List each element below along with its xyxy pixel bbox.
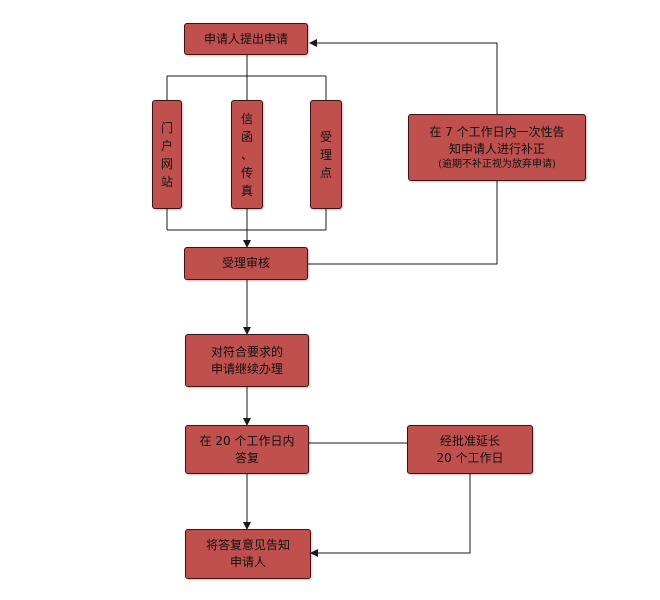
extend-line1: 经批准延长 <box>439 433 500 448</box>
portal-char: 门 <box>160 120 173 135</box>
extend-line2: 20 个工作日 <box>436 450 504 465</box>
reply-line1: 在 20 个工作日内 <box>199 433 295 448</box>
node-notify-applicant: 将答复意见告知 申请人 <box>185 529 311 579</box>
continue-line2: 申请继续办理 <box>210 361 283 376</box>
notify-line1: 将答复意见告知 <box>205 538 290 552</box>
correction-line1: 在 7 个工作日内一次性告 <box>429 124 565 139</box>
node-approved-extension: 经批准延长 20 个工作日 <box>407 425 533 474</box>
node-review-text: 受理审核 <box>221 256 270 270</box>
node-reply-within-20-days: 在 20 个工作日内 答复 <box>185 425 309 474</box>
node-acceptance-review: 受理审核 <box>184 247 308 280</box>
correction-note: (逾期不补正视为放弃申请) <box>438 158 556 170</box>
notify-line2: 申请人 <box>229 555 266 569</box>
connector-extend-to-notify <box>310 474 471 557</box>
correction-line2: 知申请人进行补正 <box>448 141 545 156</box>
acceptpoint-char: 受 <box>319 129 332 144</box>
node-continue-processing: 对符合要求的 申请继续办理 <box>185 334 309 387</box>
mailfax-char: 信 <box>240 111 253 126</box>
connector-correction-to-apply <box>309 39 498 114</box>
node-mail-fax: 信 函 、 传 真 <box>231 100 263 209</box>
mailfax-char: 真 <box>240 183 253 198</box>
acceptpoint-char: 点 <box>319 165 332 180</box>
connector-review-to-correction <box>308 181 498 265</box>
node-correction-notice: 在 7 个工作日内一次性告 知申请人进行补正 (逾期不补正视为放弃申请) <box>408 114 586 181</box>
reply-line2: 答复 <box>234 450 259 465</box>
mailfax-char: 传 <box>240 165 253 180</box>
portal-char: 站 <box>160 174 173 189</box>
node-apply-text: 申请人提出申请 <box>203 31 288 46</box>
mailfax-char: 函 <box>240 129 253 144</box>
node-applicant-submits: 申请人提出申请 <box>184 23 308 55</box>
node-acceptance-point: 受 理 点 <box>310 100 342 209</box>
portal-char: 网 <box>160 156 173 171</box>
continue-line1: 对符合要求的 <box>210 344 283 359</box>
acceptpoint-char: 理 <box>319 147 332 162</box>
mailfax-char: 、 <box>240 147 253 162</box>
portal-char: 户 <box>160 138 173 153</box>
node-portal-website: 门 户 网 站 <box>152 100 182 209</box>
